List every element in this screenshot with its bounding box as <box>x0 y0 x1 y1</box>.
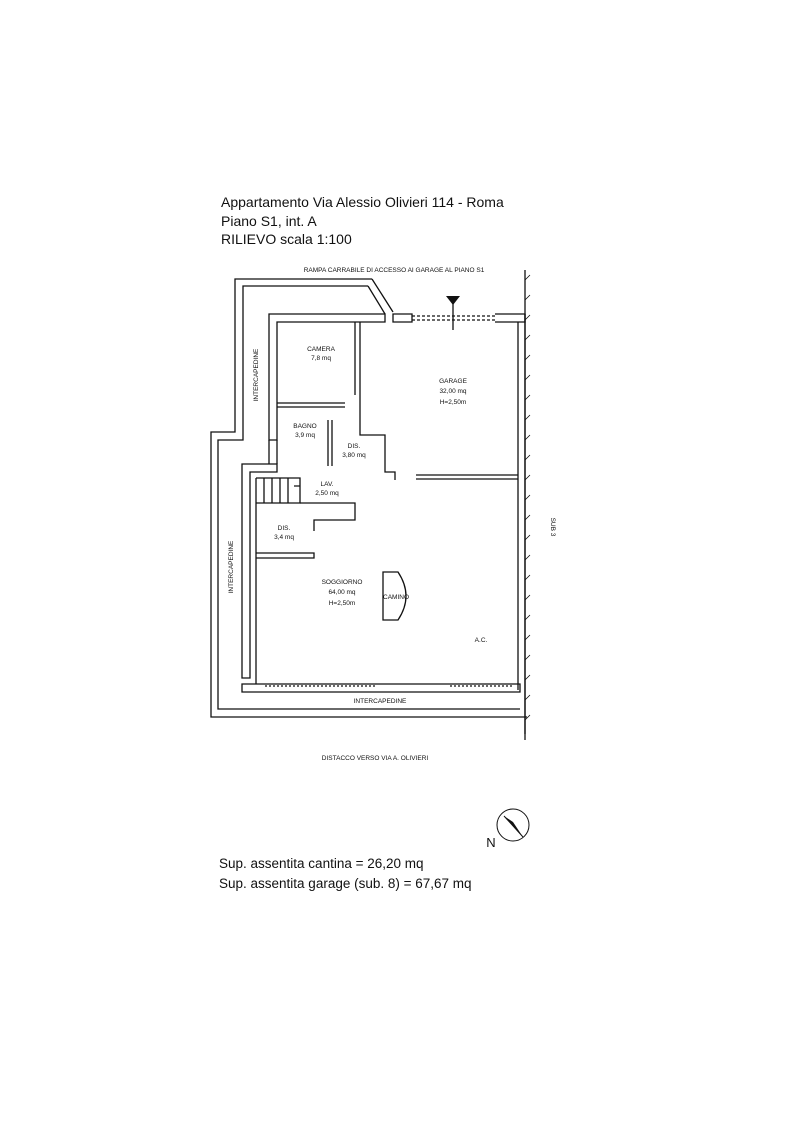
ac-label: A.C. <box>475 637 488 644</box>
camera-area: 7,8 mq <box>311 355 331 362</box>
camino-label: CAMINO <box>383 594 409 601</box>
camera-bagno-partition <box>277 402 345 408</box>
north-arrow-icon <box>496 808 530 842</box>
apartment-west-wall-upper <box>268 313 386 441</box>
dis1-area: 3,80 mq <box>342 452 366 459</box>
camera-partition-east <box>354 322 361 395</box>
intercapedine-north-label: INTERCAPEDINE <box>253 348 260 401</box>
entry-arrow-icon <box>446 296 460 305</box>
dis2-area: 3,4 mq <box>274 534 294 541</box>
sub3-label: SUB 3 <box>549 518 556 537</box>
soggiorno-name: SOGGIORNO <box>322 579 363 586</box>
boundary-hatching <box>524 274 531 721</box>
garage-name: GARAGE <box>439 378 467 385</box>
scale-subtitle: RILIEVO scala 1:100 <box>221 231 352 247</box>
dis-partition <box>359 395 396 480</box>
distacco-label: DISTACCO VERSO VIA A. OLIVIERI <box>322 755 429 762</box>
camera-name: CAMERA <box>307 346 335 353</box>
lav-area: 2,50 mq <box>315 490 339 497</box>
ramp-label: RAMPA CARRABILE DI ACCESSO AI GARAGE AL … <box>304 267 485 274</box>
stub-wall <box>268 440 278 464</box>
plan-walls <box>210 270 527 740</box>
soggiorno-height: H=2,50m <box>329 600 356 607</box>
lav-name: LAV. <box>320 481 333 488</box>
cantina-area-summary: Sup. assentita cantina = 26,20 mq <box>219 856 424 871</box>
camino <box>382 571 407 621</box>
bagno-area: 3,9 mq <box>295 432 315 439</box>
apartment-south-wall <box>241 683 521 693</box>
dis2-name: DIS. <box>278 525 291 532</box>
garage-area: 32,00 mq <box>439 388 466 395</box>
dis2-partition <box>256 552 315 559</box>
soggiorno-area: 64,00 mq <box>328 589 355 596</box>
garage-height: H=2,50m <box>440 399 467 406</box>
lav-partition <box>300 502 356 531</box>
bagno-name: BAGNO <box>293 423 316 430</box>
ramp-diagonal-wall <box>367 278 394 315</box>
garage-area-summary: Sup. assentita garage (sub. 8) = 67,67 m… <box>219 876 472 891</box>
intercapedine-south-label: INTERCAPEDINE <box>354 698 407 705</box>
outer-perimeter-inner-line <box>217 285 520 710</box>
stair <box>256 477 301 504</box>
floor-subtitle: Piano S1, int. A <box>221 213 317 229</box>
intercapedine-west-label: INTERCAPEDINE <box>228 540 235 593</box>
plan-title: Appartamento Via Alessio Olivieri 114 - … <box>221 194 504 210</box>
garage-soggiorno-partition <box>416 474 518 480</box>
bagno-east-partition <box>327 420 333 466</box>
garage-east-wall <box>517 314 526 734</box>
garage-north-wall <box>392 313 526 323</box>
dis1-name: DIS. <box>348 443 361 450</box>
outer-perimeter-wall <box>210 278 527 718</box>
north-label: N <box>486 835 495 850</box>
